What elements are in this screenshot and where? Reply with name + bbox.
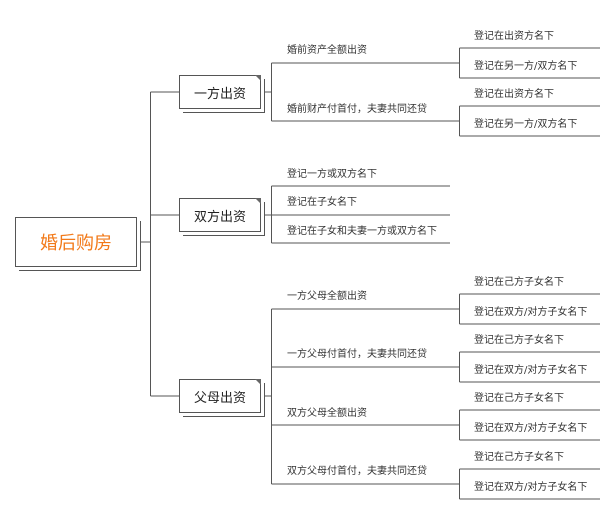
leaf-label[interactable]: 登记在另一方/双方名下 (474, 61, 578, 72)
root-node[interactable]: 婚后购房 (15, 217, 137, 267)
fold-corner-icon (255, 379, 261, 385)
topic-label[interactable]: 婚前资产全额出资 (287, 45, 367, 56)
leaf-label[interactable]: 登记在己方子女名下 (474, 277, 564, 288)
connector-branch-3-leaves-d (459, 468, 600, 500)
leaf-label[interactable]: 登记在双方/对方子女名下 (474, 482, 588, 493)
topic-label[interactable]: 登记在子女名下 (287, 197, 357, 208)
leaf-label[interactable]: 登记在出资方名下 (474, 89, 554, 100)
leaf-label[interactable]: 登记在双方/对方子女名下 (474, 423, 588, 434)
leaf-label[interactable]: 登记在己方子女名下 (474, 393, 564, 404)
leaf-label[interactable]: 登记在双方/对方子女名下 (474, 307, 588, 318)
branch-label: 双方出资 (193, 209, 246, 225)
connector-root (137, 91, 179, 397)
branch-node-parents[interactable]: 父母出资 (179, 379, 261, 413)
leaf-label[interactable]: 登记在己方子女名下 (474, 452, 564, 463)
branch-node-both-parties[interactable]: 双方出资 (179, 198, 261, 232)
branch-label: 一方出资 (193, 86, 246, 102)
connector-branch-3-leaves-a (459, 293, 600, 325)
leaf-label[interactable]: 登记在另一方/双方名下 (474, 119, 578, 130)
branch-label: 父母出资 (193, 390, 246, 406)
topic-label[interactable]: 双方父母全额出资 (287, 408, 367, 419)
connector-branch-3 (261, 308, 460, 485)
connector-branch-3-leaves-b (459, 351, 600, 383)
topic-label[interactable]: 一方父母付首付，夫妻共同还贷 (287, 349, 427, 360)
connector-branch-1-leaves-a (459, 47, 600, 79)
branch-node-one-party[interactable]: 一方出资 (179, 75, 261, 109)
connector-branch-1-leaves-b (459, 105, 600, 137)
topic-label[interactable]: 婚前财产付首付，夫妻共同还贷 (287, 104, 427, 115)
topic-label[interactable]: 登记一方或双方名下 (287, 169, 377, 180)
leaf-label[interactable]: 登记在出资方名下 (474, 31, 554, 42)
connector-branch-1 (261, 62, 460, 122)
fold-corner-icon (255, 75, 261, 81)
topic-label[interactable]: 双方父母付首付，夫妻共同还贷 (287, 466, 427, 477)
connector-branch-2 (261, 185, 450, 244)
topic-label[interactable]: 一方父母全额出资 (287, 291, 367, 302)
leaf-label[interactable]: 登记在双方/对方子女名下 (474, 365, 588, 376)
topic-label[interactable]: 登记在子女和夫妻一方或双方名下 (287, 226, 437, 237)
fold-corner-icon (255, 198, 261, 204)
leaf-label[interactable]: 登记在己方子女名下 (474, 335, 564, 346)
connector-branch-3-leaves-c (459, 409, 600, 441)
root-title: 婚后购房 (40, 233, 112, 254)
